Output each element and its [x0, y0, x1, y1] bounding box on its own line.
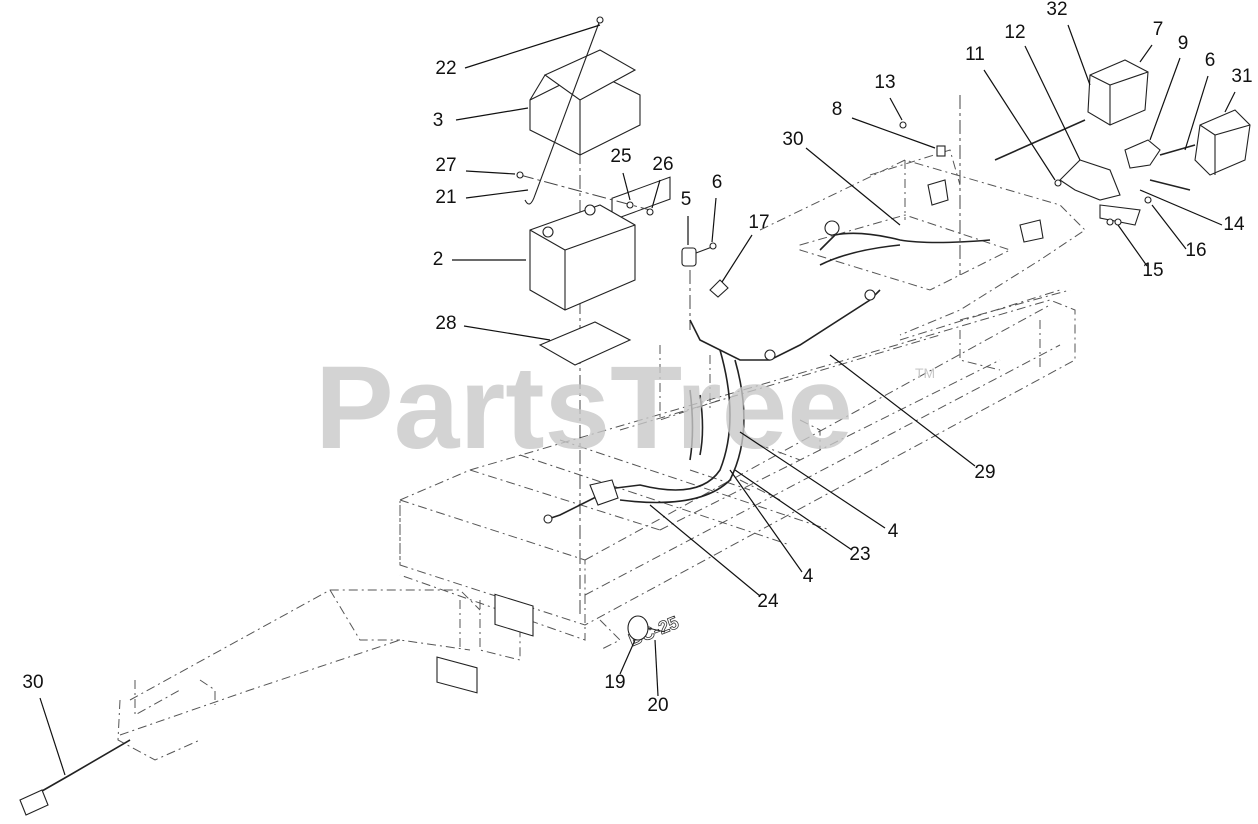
callout-label-23: 23: [849, 544, 870, 565]
callout-label-30: 30: [782, 129, 803, 150]
rear-wire-harness: [819, 179, 1044, 266]
callout-leader-8: [851, 117, 936, 149]
callout-leader-26: [651, 179, 661, 209]
callout-leader-22: [464, 24, 601, 69]
front-plug: [19, 739, 131, 816]
callout-leader-25: [622, 172, 631, 201]
callout-leader-28: [463, 325, 551, 341]
callout-label-2: 2: [433, 249, 444, 270]
license-light: [1124, 139, 1161, 169]
reflector: [627, 615, 666, 641]
callout-label-3: 3: [433, 110, 444, 131]
callout-label-19: 19: [604, 672, 625, 693]
callout-label-16: 16: [1185, 240, 1206, 261]
callout-leader-17: [721, 234, 753, 283]
battery-pad: [538, 321, 632, 366]
callout-leader-27: [465, 170, 516, 175]
callout-label-32: 32: [1046, 0, 1067, 20]
callout-label-17: 17: [748, 212, 769, 233]
callout-leader-13: [889, 97, 903, 121]
callout-leader-29: [829, 354, 976, 467]
callout-leader-6: [1184, 75, 1209, 151]
callout-label-22: 22: [435, 58, 456, 79]
callout-leader-3: [455, 107, 529, 121]
callout-leader-21: [465, 189, 529, 199]
callout-leader-23: [734, 469, 853, 551]
callout-label-7: 7: [1153, 19, 1164, 40]
callout-label-21: 21: [435, 187, 456, 208]
callout-label-30: 30: [22, 672, 43, 693]
battery-cover: [529, 49, 641, 156]
callout-label-14: 14: [1223, 214, 1245, 235]
callout-leader-30: [805, 147, 901, 226]
callout-leader-14: [1139, 189, 1223, 226]
watermark-text: PartsTree: [315, 342, 853, 474]
callout-label-25: 25: [610, 146, 631, 167]
callout-leader-4: [729, 469, 803, 573]
tail-light-left: [1087, 59, 1149, 126]
watermark: PartsTree TM: [315, 342, 935, 474]
callout-leader-15: [1117, 224, 1148, 267]
callout-label-4: 4: [803, 566, 814, 587]
callout-label-12: 12: [1004, 22, 1025, 43]
callout-label-6: 6: [1205, 50, 1216, 71]
callout-label-24: 24: [757, 591, 779, 612]
wire-harness: [543, 289, 881, 524]
callout-label-13: 13: [874, 72, 895, 93]
callout-label-26: 26: [652, 154, 673, 175]
callout-leader-9: [1149, 57, 1181, 141]
battery: [529, 204, 636, 311]
light-bracket: [994, 119, 1196, 226]
callout-leader-7: [1139, 44, 1153, 63]
battery-fasteners: [516, 171, 654, 216]
callout-leader-32: [1067, 24, 1091, 86]
watermark-trademark: TM: [915, 365, 935, 381]
callout-leader-19: [619, 639, 636, 675]
callout-leader-11: [983, 69, 1056, 181]
callout-leader-24: [649, 504, 761, 597]
callout-label-9: 9: [1178, 33, 1189, 54]
callout-leader-6: [711, 197, 717, 243]
callout-label-20: 20: [647, 695, 668, 716]
callout-leader-16: [1151, 204, 1187, 250]
callout-label-29: 29: [974, 462, 995, 483]
callout-label-11: 11: [965, 44, 985, 65]
callout-label-4: 4: [888, 521, 899, 542]
callout-leader-20: [654, 639, 659, 697]
tail-light-right: [1194, 109, 1251, 176]
callout-label-6: 6: [712, 172, 723, 193]
callout-label-5: 5: [681, 189, 692, 210]
callout-label-28: 28: [435, 313, 456, 334]
hold-down-rod: [524, 16, 604, 205]
callout-leader-12: [1024, 45, 1081, 161]
trailer-frame: [117, 95, 1086, 761]
callout-leader-4: [739, 431, 886, 529]
callout-label-15: 15: [1142, 260, 1163, 281]
callout-label-8: 8: [832, 99, 843, 120]
switch-assembly: [681, 242, 729, 298]
rear-fasteners: [899, 121, 946, 157]
callout-label-27: 27: [435, 155, 456, 176]
callout-leader-30: [39, 697, 66, 776]
callout-leader-31: [1224, 91, 1236, 113]
callout-label-31: 31: [1231, 66, 1252, 87]
